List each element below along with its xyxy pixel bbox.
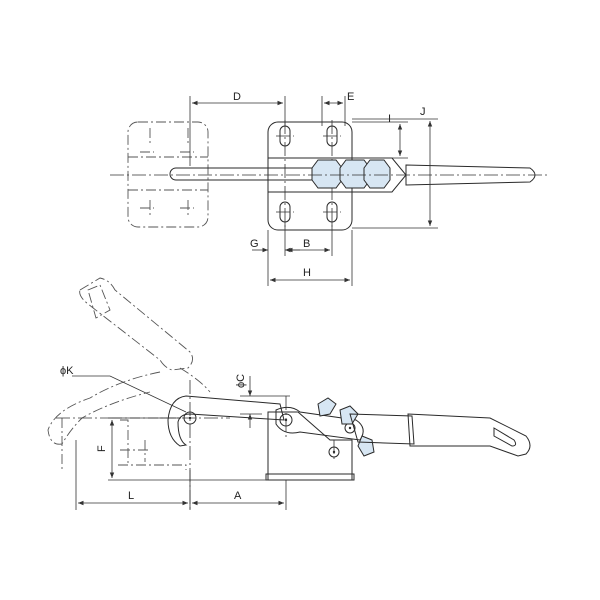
side-handle-arm xyxy=(349,413,415,445)
side-view: ϕK ϕC F L A xyxy=(47,277,531,510)
dim-E: E xyxy=(347,91,354,103)
dim-F: F xyxy=(96,445,108,452)
dim-G: G xyxy=(250,238,259,250)
side-plunger-hook xyxy=(167,395,285,447)
side-main-link xyxy=(275,406,364,441)
dim-phiK: ϕK xyxy=(60,365,74,377)
side-handle-grip xyxy=(407,413,531,457)
top-plunger-rod xyxy=(169,167,331,181)
side-phantom-handle xyxy=(79,277,193,371)
dim-J: J xyxy=(420,106,426,118)
dim-D: D xyxy=(233,91,241,103)
top-view: D E I J G B H xyxy=(110,91,550,286)
dim-H: H xyxy=(303,267,311,279)
side-centerlines xyxy=(56,380,335,510)
top-slot-centerlines xyxy=(276,120,341,230)
top-view-phantom-base xyxy=(127,121,209,228)
dim-A: A xyxy=(234,490,242,502)
dim-B: B xyxy=(303,238,310,250)
side-toggle-nuts xyxy=(317,397,375,457)
dim-L: L xyxy=(128,490,134,502)
side-phantom-linkage xyxy=(47,367,211,445)
top-hex-nuts xyxy=(311,159,391,189)
dim-phiC: ϕC xyxy=(235,374,247,388)
top-handle-grip xyxy=(405,164,536,186)
